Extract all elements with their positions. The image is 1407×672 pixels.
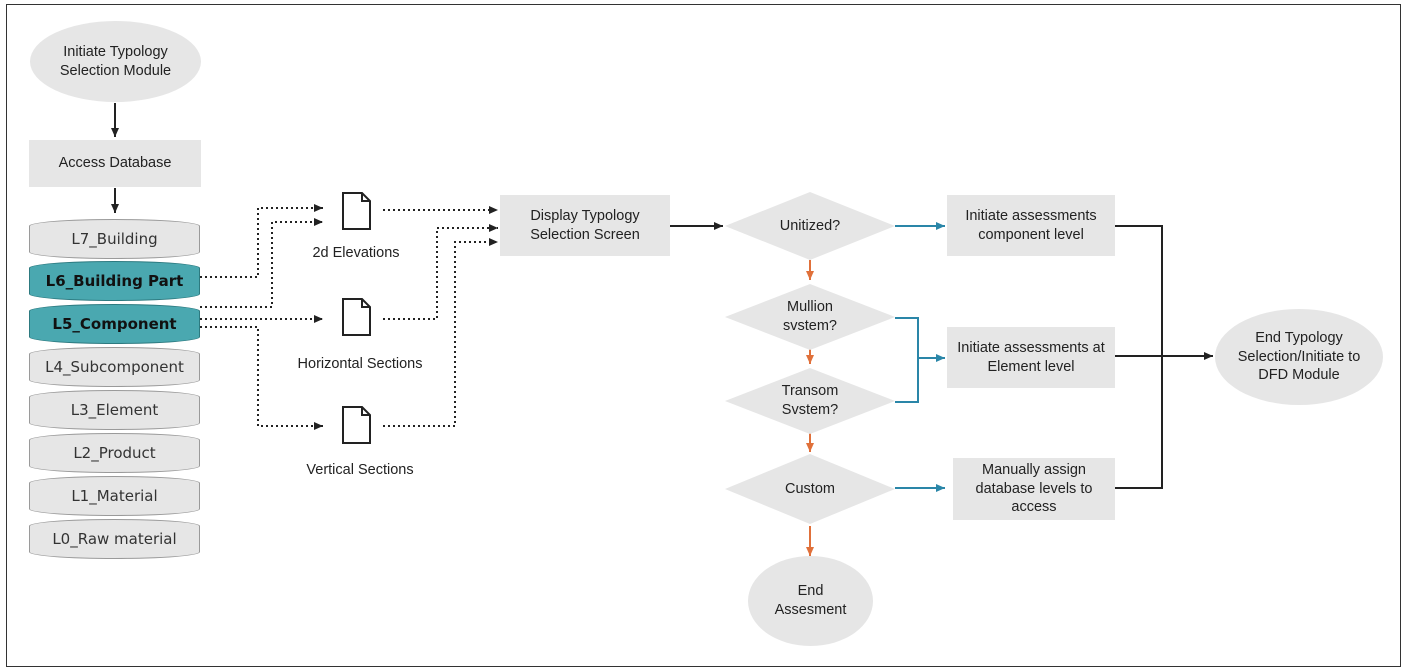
document-icon bbox=[342, 406, 371, 444]
level-l6: L6_Building Part bbox=[29, 261, 200, 301]
dotted-l5-to-elevations bbox=[200, 218, 323, 308]
connector-mullion-yes bbox=[895, 317, 919, 403]
level-l2: L2_Product bbox=[29, 433, 200, 473]
elevations-label: 2d Elevations bbox=[312, 245, 400, 261]
level-l7: L7_Building bbox=[29, 219, 200, 259]
document-icon bbox=[342, 298, 371, 336]
component-level-assessment-box: Initiate assessments component level bbox=[947, 195, 1115, 256]
dotted-l5-to-vertical bbox=[200, 326, 323, 430]
decision-mullion: Mullion svstem? bbox=[725, 284, 895, 350]
dotted-l6-to-elevations bbox=[200, 204, 323, 278]
end-node: End Typology Selection/Initiate to DFD M… bbox=[1215, 309, 1383, 405]
element-level-assessment-box: Initiate assessments at Element level bbox=[947, 327, 1115, 388]
display-selection-screen-label: Display Typology Selection Screen bbox=[530, 207, 640, 243]
access-database-label: Access Database bbox=[58, 155, 172, 172]
dotted-vertical-to-display bbox=[383, 238, 498, 427]
display-selection-screen-box: Display Typology Selection Screen bbox=[500, 195, 670, 256]
start-node: Initiate Typology Selection Module bbox=[30, 21, 201, 102]
horizontal-sections-label: Horizontal Sections bbox=[297, 356, 423, 372]
access-database-box: Access Database bbox=[29, 140, 201, 187]
start-node-label: Initiate Typology Selection Module bbox=[59, 43, 172, 79]
decision-transom: Transom Svstem? bbox=[725, 368, 895, 434]
level-l4: L4_Subcomponent bbox=[29, 347, 200, 387]
document-icon bbox=[342, 192, 371, 230]
level-l0: L0_Raw material bbox=[29, 519, 200, 559]
decision-unitized: Unitized? bbox=[725, 192, 895, 260]
diagram-frame bbox=[6, 4, 1401, 667]
level-l3: L3_Element bbox=[29, 390, 200, 430]
level-l1: L1_Material bbox=[29, 476, 200, 516]
level-l5: L5_Component bbox=[29, 304, 200, 344]
end-assessment-node: End Assesment bbox=[748, 556, 873, 646]
decision-custom: Custom bbox=[725, 454, 895, 524]
manual-assign-box: Manually assign database levels to acces… bbox=[953, 458, 1115, 520]
vertical-sections-label: Vertical Sections bbox=[306, 462, 414, 478]
dotted-horizontal-to-display bbox=[383, 224, 498, 320]
